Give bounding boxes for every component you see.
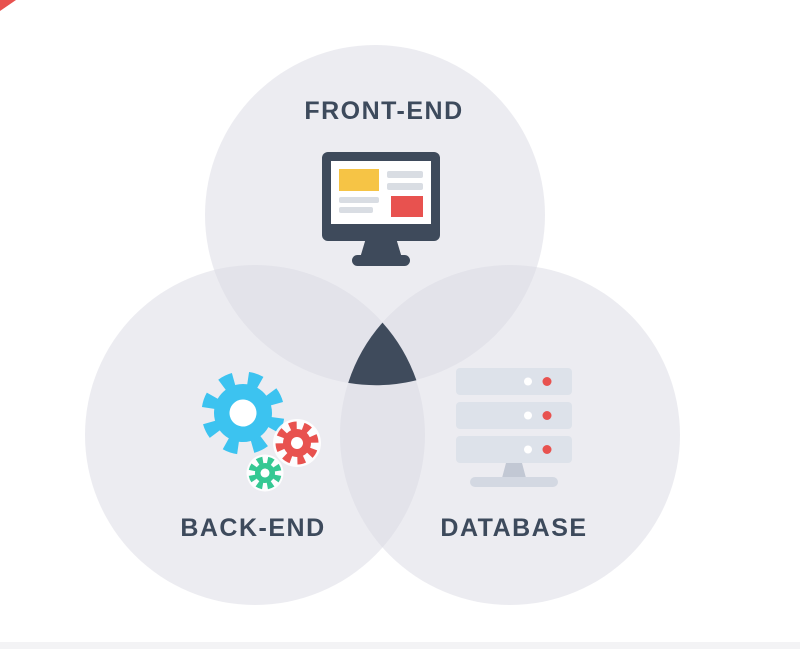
gear-hole xyxy=(229,399,257,427)
server-stand-neck xyxy=(502,463,526,478)
server-icon xyxy=(456,368,572,487)
label-front-end: FRONT-END xyxy=(304,97,463,125)
monitor-icon xyxy=(322,152,440,266)
gear-hole xyxy=(260,468,270,478)
server-bar xyxy=(456,368,572,395)
server-light-white xyxy=(524,411,532,420)
gears-icon xyxy=(201,371,321,492)
screen-yellow-block xyxy=(339,169,379,191)
screen-text-line xyxy=(339,207,373,213)
screen-text-line xyxy=(387,183,423,190)
server-light-white xyxy=(524,377,532,386)
server-light-red xyxy=(542,445,552,454)
label-database: DATABASE xyxy=(440,514,587,542)
screen-text-line xyxy=(339,197,379,203)
label-back-end: BACK-END xyxy=(180,514,325,542)
screen-text-line xyxy=(387,171,423,178)
screen-red-block xyxy=(391,196,423,217)
venn-triple-overlap xyxy=(348,322,417,386)
server-bar xyxy=(456,402,572,429)
server-light-red xyxy=(542,377,552,386)
corner-marker xyxy=(0,0,16,11)
monitor-stand-neck xyxy=(360,238,402,258)
bottom-edge-shade xyxy=(0,642,800,649)
monitor-stand-base xyxy=(352,255,410,266)
server-light-red xyxy=(542,411,552,420)
venn-circle-database xyxy=(340,265,680,605)
gear-hole xyxy=(291,437,303,449)
server-stand-base xyxy=(470,477,558,487)
server-light-white xyxy=(524,445,532,454)
server-bar xyxy=(456,436,572,463)
